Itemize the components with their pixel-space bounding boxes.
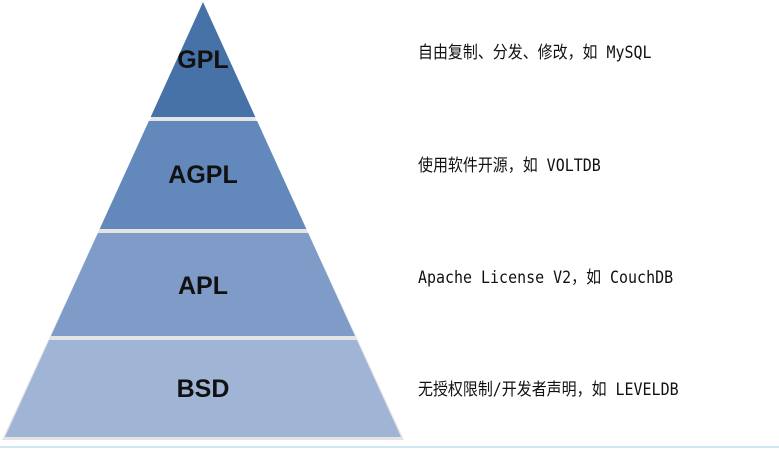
agpl-layer: [99, 121, 307, 229]
agpl-description: 使用软件开源，如 VOLTDB: [418, 156, 601, 176]
agpl-label: AGPL: [168, 161, 237, 189]
bsd-label: BSD: [177, 375, 230, 403]
gpl-label: GPL: [177, 46, 228, 74]
bsd-layer: [5, 340, 401, 437]
apl-label: APL: [178, 272, 228, 300]
apl-layer: [50, 233, 356, 336]
gpl-description: 自由复制、分发、修改，如 MySQL: [418, 43, 652, 63]
apl-description: Apache License V2，如 CouchDB: [418, 268, 674, 288]
bottom-divider: [0, 446, 779, 448]
gpl-layer: [150, 2, 256, 117]
bsd-description: 无授权限制/开发者声明，如 LEVELDB: [418, 380, 679, 400]
